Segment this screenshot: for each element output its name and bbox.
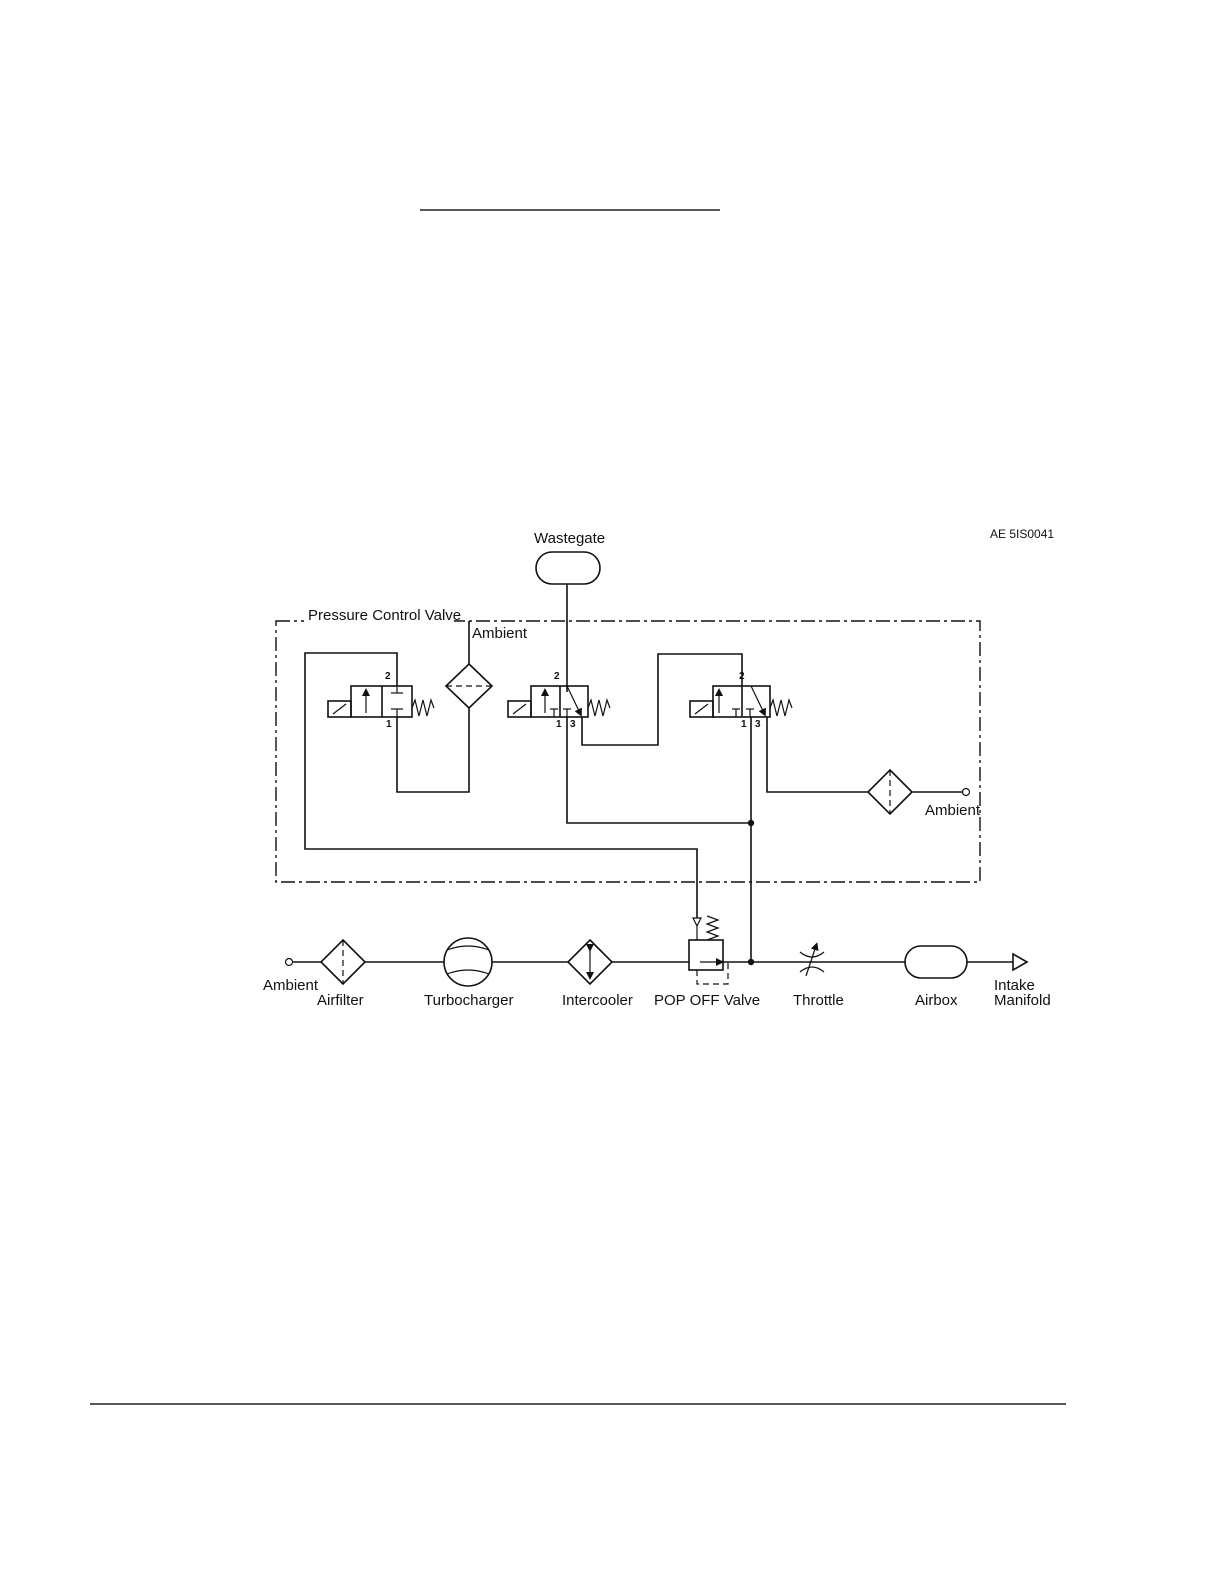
- v2-port-2: 2: [554, 671, 560, 682]
- junction-dot-main: [748, 959, 754, 965]
- airfilter-symbol: [321, 940, 365, 984]
- ambient-top-label: Ambient: [472, 625, 528, 642]
- intercooler-symbol: [568, 940, 612, 984]
- v2-port-1: 1: [556, 719, 562, 730]
- ambient-right-label: Ambient: [925, 802, 981, 819]
- turbocharger-symbol: [444, 938, 492, 986]
- v3-port-1: 1: [741, 719, 747, 730]
- pop-off-valve-label: POP OFF Valve: [654, 992, 760, 1009]
- figure-code: AE 5IS0041: [990, 527, 1054, 541]
- v1-port-2: 2: [385, 671, 391, 682]
- junction-dot-upper: [748, 820, 754, 826]
- throttle-symbol: [800, 946, 824, 976]
- pop-off-valve-symbol: [689, 916, 728, 984]
- v1-port-1: 1: [386, 719, 392, 730]
- wastegate-label: Wastegate: [534, 530, 605, 547]
- filter-top: [446, 664, 492, 708]
- airfilter-label: Airfilter: [317, 992, 364, 1009]
- pressure-control-valve-boundary: [276, 621, 980, 882]
- main-air-line: [286, 959, 1014, 966]
- solenoid-valve-3: [690, 686, 792, 717]
- intake-label-line2: Manifold: [994, 992, 1051, 1009]
- throttle-label: Throttle: [793, 992, 844, 1009]
- wastegate-actuator: [536, 552, 600, 692]
- intercooler-label: Intercooler: [562, 992, 633, 1009]
- ambient-left-label: Ambient: [263, 977, 319, 994]
- pressure-control-valve-label: Pressure Control Valve: [308, 607, 461, 624]
- airbox-symbol: [905, 946, 967, 978]
- solenoid-valve-2: [508, 686, 610, 717]
- v2-port-3: 3: [570, 719, 576, 730]
- solenoid-valve-1: [328, 686, 434, 717]
- airbox-label: Airbox: [915, 992, 958, 1009]
- intake-arrow: [1013, 954, 1027, 970]
- turbocharger-label: Turbocharger: [424, 992, 514, 1009]
- v3-port-3: 3: [755, 719, 761, 730]
- piping: [305, 653, 962, 962]
